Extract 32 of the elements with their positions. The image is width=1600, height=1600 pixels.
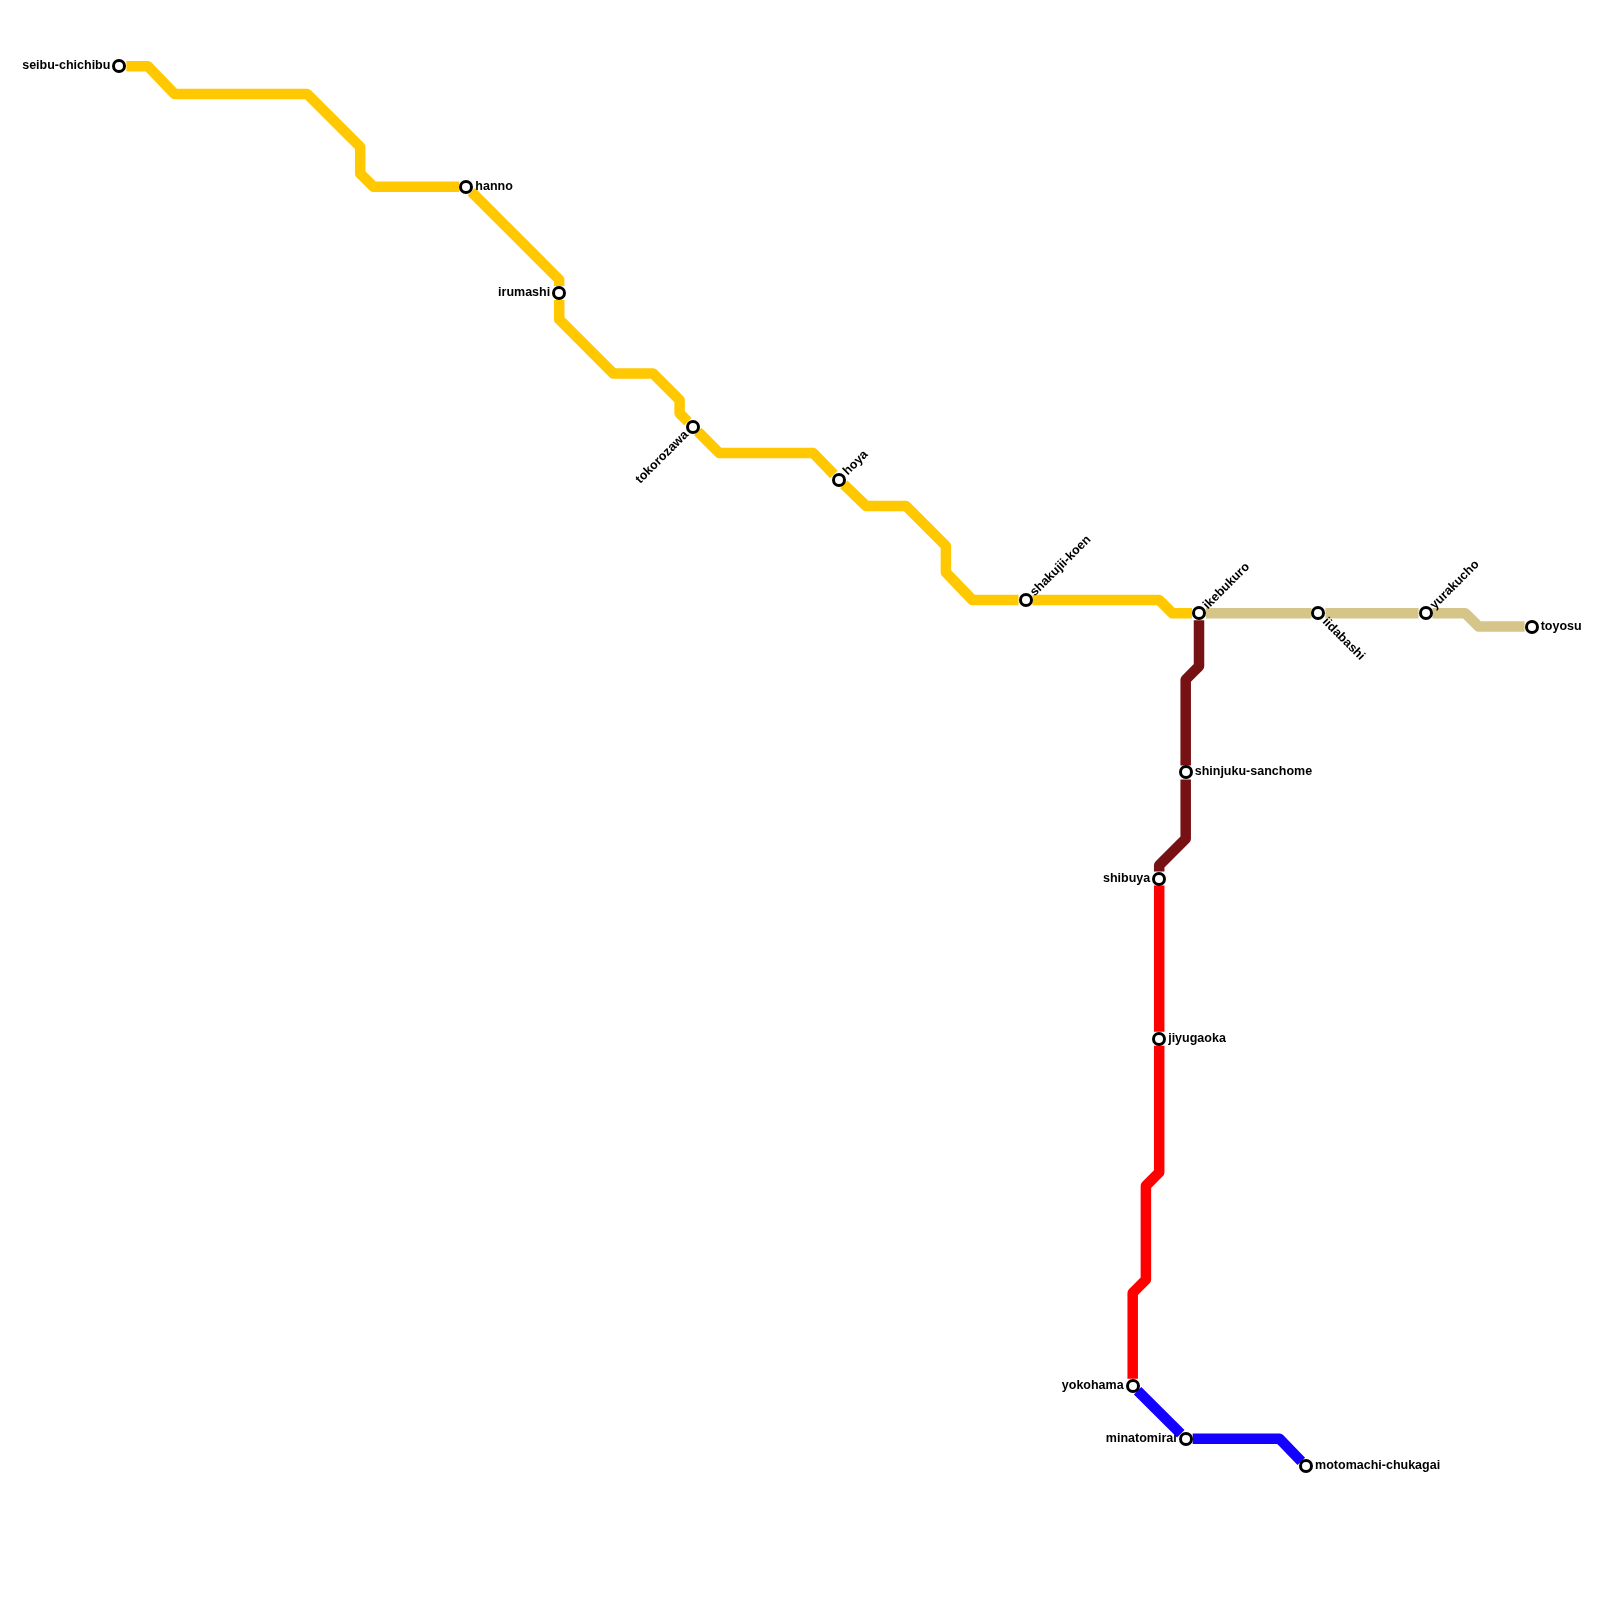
rail-line (467, 188, 565, 286)
station-name: yokohama (1061, 1377, 1124, 1393)
station-name: hanno (475, 178, 513, 194)
rail-line (553, 299, 692, 426)
rail-line (1325, 608, 1419, 619)
station-circle (1018, 593, 1033, 607)
rail-line (1133, 1386, 1185, 1438)
station-circle (1152, 871, 1167, 886)
station-name: seibu-chichibu (22, 58, 111, 74)
rail-line (126, 61, 460, 192)
rail-line (1206, 608, 1312, 619)
station-name: jiyugaoka (1168, 1030, 1226, 1046)
station-circle (1152, 1031, 1167, 1046)
station-name: shinjuku-sanchome (1194, 764, 1313, 780)
rail-line (694, 427, 838, 479)
station-name: minatomirai (1105, 1430, 1177, 1446)
station-name: motomachi-chukagai (1315, 1458, 1441, 1474)
station-circle (552, 285, 567, 300)
station-circle (1178, 765, 1193, 780)
rail-line (1432, 608, 1525, 632)
rail-line (1127, 1045, 1165, 1379)
rail-line (840, 480, 1019, 606)
station-name: toyosu (1540, 618, 1582, 634)
rail-line (1153, 885, 1165, 1032)
station-circle (459, 179, 474, 194)
station-name: shibuya (1102, 870, 1151, 886)
station-circle (112, 59, 127, 74)
station-circle (1299, 1459, 1314, 1474)
rail-line (1032, 594, 1192, 619)
rail-line (1153, 779, 1191, 872)
station-name: irumashi (498, 284, 551, 300)
rail-line (1180, 620, 1205, 766)
